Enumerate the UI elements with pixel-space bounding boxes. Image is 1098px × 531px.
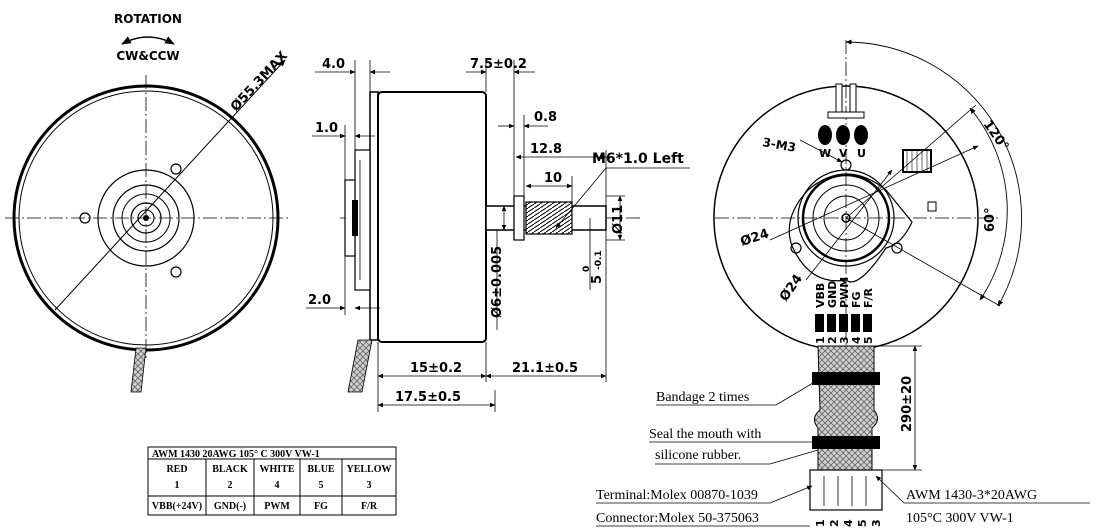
dim-21-1: 21.1±0.5 [512,361,578,376]
conn-num-1: 1 [814,519,827,527]
connector-pins: VBB GND PWM FG F/R 1 2 3 4 5 [814,277,875,344]
mount-hole [170,163,182,175]
dia-6-label: Ø6±0.005 [490,246,505,318]
front-view: ROTATION CW&CCW Ø55.3MAX [5,12,291,393]
dia-24-b: Ø24 [777,272,806,304]
awm-spec-label: AWM 1430-3*20AWG [906,488,1037,503]
pin-name-2: GND [826,281,839,308]
table-header: AWM 1430 20AWG 105° C 300V VW-1 [152,449,320,460]
terminal-label: Terminal:Molex 00870-1039 [596,488,758,503]
pin-num-2: 2 [826,336,839,344]
dia-24-a: Ø24 [739,227,771,250]
wire-function-3: PWM [264,501,290,512]
wire-color-3: WHITE [259,464,294,475]
wire-number-4: 5 [319,480,324,491]
dim-7-5: 7.5±0.2 [470,57,527,72]
dia-11-label: Ø11 [611,205,626,234]
connector-label: Connector:Molex 50-375063 [596,511,759,526]
conn-num-3: 4 [842,519,855,527]
max-diameter-label: Ø55.3MAX [228,49,291,115]
pin-num-3: 3 [838,336,851,344]
bandage-2 [812,436,880,449]
awm-rating-label: 105°C 300V VW-1 [906,511,1014,526]
pin-name-1: VBB [814,283,827,308]
wire-function-1: VBB(+24V) [152,501,202,512]
side-cable [347,339,373,393]
dim-1-0: 1.0 [315,121,338,136]
seal-label-2: silicone rubber. [655,448,741,463]
wire-color-5: YELLOW [346,464,391,475]
mount-hole [170,266,182,278]
flat-dim-label: 5 [590,275,605,284]
rotation-direction: CW&CCW [116,49,179,63]
seal-label-1: Seal the mouth with [649,427,761,442]
rotation-title: ROTATION [114,12,182,26]
dim-2-0: 2.0 [308,293,331,308]
pin-num-4: 4 [850,336,863,344]
wire-number-1: 1 [175,480,180,491]
flat-tol-lower: -0.1 [594,250,604,270]
wire-function-5: F/R [361,501,378,512]
rotor-can [377,91,487,343]
wire-number-2: 2 [228,480,233,491]
pin-num-1: 1 [814,336,827,344]
pin-name-5: F/R [862,287,875,308]
wire-number-3: 4 [275,480,280,491]
angle-60: 60° [983,207,998,232]
thread-label: M6*1.0 Left [592,151,684,167]
molex-connector [809,469,883,511]
mount-hole [79,212,91,224]
thread-section [525,201,573,235]
pin-num-5: 5 [862,336,875,344]
phase-u: U [857,147,866,160]
bandage-label: Bandage 2 times [656,390,749,405]
dim-12-8: 12.8 [530,142,562,157]
dim-0-8: 0.8 [534,110,557,125]
m3-hole [790,242,802,254]
wire-function-4: FG [314,501,328,512]
side-view: 4.0 1.0 2.0 7.5±0.2 0.8 12.8 10 M6*1.0 L… [306,57,690,412]
front-cable [130,347,147,393]
phase-v: V [839,147,848,160]
flat-tol-upper: 0 [582,266,592,272]
dim-15: 15±0.2 [410,361,462,376]
wire-color-1: RED [166,464,187,475]
rear-view: W V U 3-M3 Ø24 Ø24 120° 60° VBB GN [596,39,1090,527]
conn-num-2: 2 [828,519,841,527]
rotation-arrow [121,36,175,45]
wire-table: AWM 1430 20AWG 105° C 300V VW-1 RED BLAC… [147,446,397,516]
conn-num-4: 5 [856,519,869,527]
conn-num-5: 3 [870,519,883,527]
pin-name-3: PWM [838,277,851,308]
bandage-1 [812,372,880,385]
holes-label: 3-M3 [761,135,797,155]
wire-function-2: GND(-) [214,501,246,512]
m3-hole [891,242,903,254]
length-label: 290±20 [900,376,915,432]
pin-name-4: FG [850,291,863,308]
wire-number-5: 3 [367,480,372,491]
dim-10: 10 [544,171,562,186]
wire-color-2: BLACK [212,464,248,475]
angle-120: 120° [980,118,1012,154]
cable-harness [814,345,878,471]
dim-17-5: 17.5±0.5 [395,390,461,405]
dim-4-0: 4.0 [322,57,345,72]
wire-color-4: BLUE [307,464,335,475]
